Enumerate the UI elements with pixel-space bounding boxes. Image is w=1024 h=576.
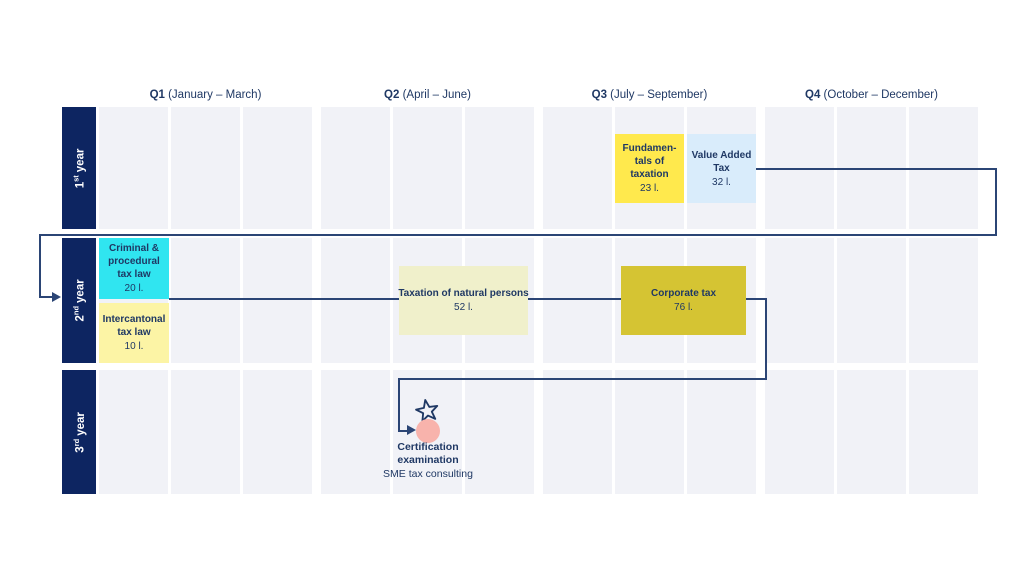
quarter-header-q1: Q1 (January – March) xyxy=(99,89,312,101)
course-hours: 23 l. xyxy=(640,183,659,194)
course-box-corporate-tax: Corporate tax 76 l. xyxy=(621,266,746,335)
exam-subtitle: SME tax consulting xyxy=(383,467,473,480)
course-title: Intercantonal tax law xyxy=(102,314,166,338)
month-cell xyxy=(837,238,906,363)
exam-marker-dot xyxy=(416,419,440,443)
course-hours: 32 l. xyxy=(712,176,731,188)
quarter-label: Q1 xyxy=(149,89,165,101)
month-cell xyxy=(243,107,312,229)
connector-line xyxy=(398,430,408,432)
month-cell xyxy=(99,107,168,229)
arrowhead-icon xyxy=(52,292,61,302)
arrowhead-icon xyxy=(407,425,416,435)
month-cell xyxy=(321,107,390,229)
connector-line xyxy=(39,296,53,298)
quarter-range: (January – March) xyxy=(164,89,262,101)
course-hours: 10 l. xyxy=(124,341,144,352)
month-cell xyxy=(543,107,612,229)
course-title: Fundamen- tals of taxation xyxy=(622,143,677,180)
quarter-range: (April – June) xyxy=(399,89,471,101)
year-bar-1st-year: 1styear xyxy=(62,107,96,229)
year-bar-2nd-year: 2ndyear xyxy=(62,238,96,363)
connector-line xyxy=(756,168,997,170)
year-bar-3rd-year: 3rdyear xyxy=(62,370,96,494)
quarter-label: Q2 xyxy=(384,89,400,101)
course-box-fundamentals-of-taxation: Fundamen- tals of taxation 23 l. xyxy=(615,134,684,203)
course-hours: 76 l. xyxy=(674,302,693,313)
exam-title: Certification examination xyxy=(397,441,459,466)
month-cell xyxy=(465,107,534,229)
month-cell xyxy=(765,370,834,494)
connector-line xyxy=(39,234,997,236)
month-cell xyxy=(765,238,834,363)
year-label: 1styear xyxy=(71,148,87,188)
year-label: 2ndyear xyxy=(71,279,87,322)
month-cell xyxy=(465,370,534,494)
quarter-header-q3: Q3 (July – September) xyxy=(543,89,756,101)
quarter-range: (July – September) xyxy=(606,89,708,101)
course-title: Taxation of natural persons xyxy=(398,288,529,299)
exam-text-block: Certification examination SME tax consul… xyxy=(348,441,508,480)
month-cell xyxy=(99,370,168,494)
course-hours: 52 l. xyxy=(454,302,473,313)
month-cell xyxy=(321,370,390,494)
month-cell xyxy=(687,370,756,494)
course-title: Corporate tax xyxy=(650,288,716,299)
month-cell xyxy=(615,370,684,494)
month-cell xyxy=(171,238,240,363)
month-cell xyxy=(243,370,312,494)
grid-row-year3 xyxy=(99,370,978,494)
grid-row-year2 xyxy=(99,238,978,363)
course-title: Value Added Tax xyxy=(691,149,752,174)
star-icon xyxy=(411,395,443,425)
quarter-label: Q4 xyxy=(805,89,821,101)
quarter-label: Q3 xyxy=(591,89,607,101)
course-box-criminal-procedural-tax-law: Criminal & procedural tax law 20 l. xyxy=(99,238,169,299)
course-title: Criminal & procedural tax law xyxy=(108,243,160,280)
month-cell xyxy=(837,370,906,494)
connector-line xyxy=(398,378,400,432)
connector-line xyxy=(746,298,767,300)
connector-line xyxy=(398,378,767,380)
quarter-header-q2: Q2 (April – June) xyxy=(321,89,534,101)
month-cell xyxy=(543,238,612,363)
month-cell xyxy=(171,370,240,494)
connector-line xyxy=(765,298,767,380)
course-box-intercantonal-tax-law: Intercantonal tax law 10 l. xyxy=(99,303,169,363)
course-box-taxation-of-natural-persons: Taxation of natural persons 52 l. xyxy=(398,266,529,335)
month-cell xyxy=(171,107,240,229)
month-cell xyxy=(543,370,612,494)
year-label: 3rdyear xyxy=(71,411,87,453)
month-cell xyxy=(909,370,978,494)
connector-line xyxy=(169,298,399,300)
course-box-value-added-tax: Value Added Tax 32 l. xyxy=(687,134,756,203)
month-cell xyxy=(243,238,312,363)
connector-line xyxy=(39,234,41,298)
connector-line xyxy=(528,298,621,300)
connector-line xyxy=(995,168,997,236)
quarter-range: (October – December) xyxy=(820,89,938,101)
quarter-header-q4: Q4 (October – December) xyxy=(765,89,978,101)
month-cell xyxy=(321,238,390,363)
month-cell xyxy=(393,107,462,229)
month-cell xyxy=(909,238,978,363)
course-hours: 20 l. xyxy=(124,283,144,294)
